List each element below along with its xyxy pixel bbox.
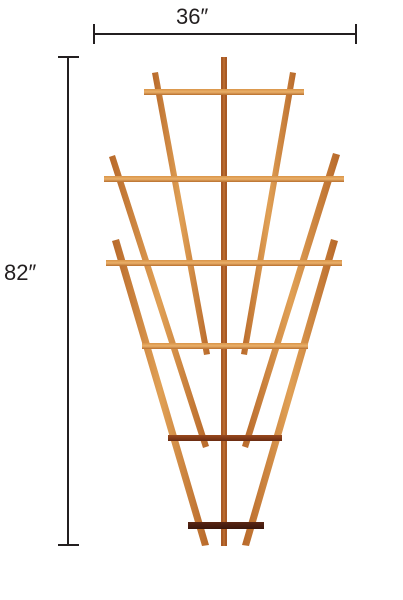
width-dimension xyxy=(93,24,357,44)
center-post-highlight xyxy=(223,57,225,546)
crossbar-2 xyxy=(104,176,344,182)
trellis-slats xyxy=(109,57,340,546)
slat-mid-left xyxy=(109,155,209,448)
slat-outer-left xyxy=(112,239,209,546)
slat-outer-right xyxy=(242,239,338,546)
slat-mid-right xyxy=(242,153,340,448)
height-dimension xyxy=(58,56,79,546)
slat-inner-right xyxy=(241,72,296,355)
height-dimension-label: 82″ xyxy=(4,260,37,285)
width-dimension-label: 36″ xyxy=(176,4,209,29)
crossbar-5 xyxy=(168,435,282,441)
crossbar-4 xyxy=(142,343,308,349)
crossbar-3 xyxy=(106,260,342,266)
trellis-crossbars xyxy=(104,89,344,529)
crossbar-6 xyxy=(188,522,264,529)
crossbar-1 xyxy=(144,89,304,95)
slat-inner-left xyxy=(152,72,210,355)
